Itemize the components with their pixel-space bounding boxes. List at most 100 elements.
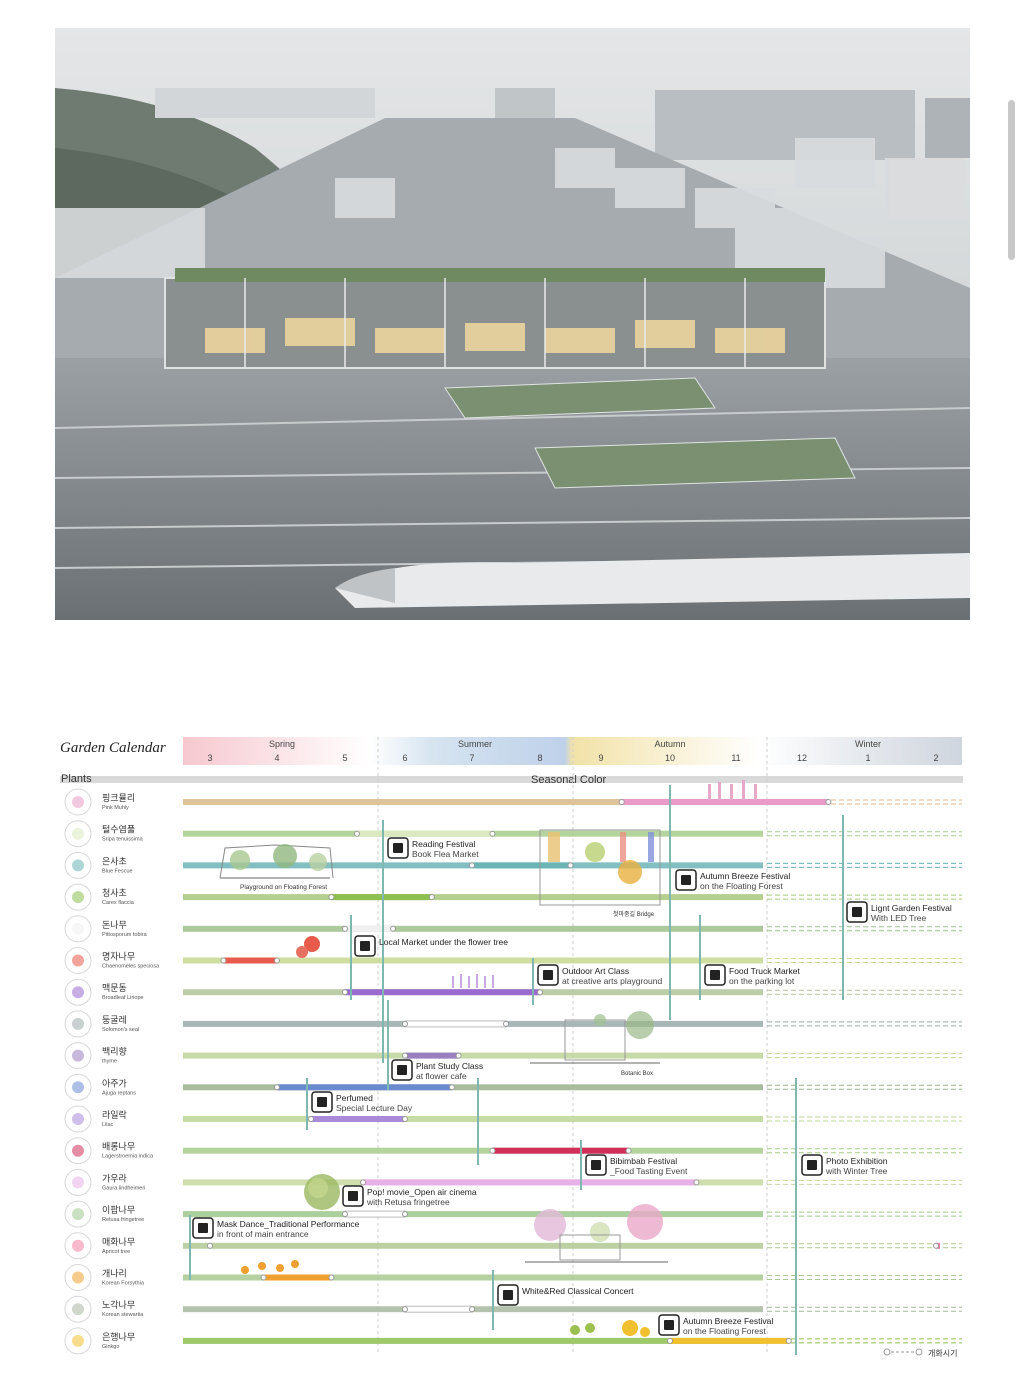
bloom-start-marker (220, 957, 227, 964)
seasonal-color-bar (183, 1274, 763, 1281)
wind-icon-glyph (664, 1320, 674, 1330)
bloom-end-marker (785, 1337, 792, 1344)
plants-header: Plants (61, 773, 92, 785)
season-label: Spring (269, 739, 295, 749)
bloom-end-marker (402, 1211, 408, 1218)
event-subtitle: at creative arts playground (562, 976, 662, 986)
legend: 개화시기 (883, 1348, 957, 1358)
bloom-period-bar (472, 862, 571, 869)
plant-name-en: thyme (102, 1059, 117, 1065)
botanic-caption: Botanic Box (621, 1071, 653, 1077)
plant-name-ko: 라일락 (102, 1109, 127, 1120)
bloom-period-bar (404, 1020, 507, 1028)
seasonal-color-bar (183, 1052, 763, 1059)
pink-muhly-illustration (708, 780, 757, 800)
bloom-period-bar (357, 830, 493, 837)
plant-name-ko: 핑크뮬리 (102, 793, 135, 803)
bloom-end-marker (693, 1179, 700, 1186)
bloom-end-marker (567, 862, 574, 869)
event-label: Bibimbab Festival_Food Tasting Event (585, 1154, 688, 1176)
event-subtitle: with Winter Tree (825, 1166, 888, 1176)
bloom-end-marker (537, 989, 543, 996)
plant-name-en: Lagerstroemia indica (102, 1154, 154, 1160)
bloom-period-bar (621, 799, 829, 805)
plant-name-ko: 매화나무 (102, 1237, 135, 1247)
bloom-end-marker (448, 1084, 455, 1091)
bloom-start-marker (618, 799, 625, 805)
grass-icon-fill (72, 891, 84, 904)
mask-icon-glyph (198, 1223, 208, 1233)
flower-icon-fill (72, 1144, 84, 1157)
flower-icon-fill (72, 1239, 84, 1252)
flower-icon-fill (72, 1176, 84, 1189)
bloom-end-marker (455, 1052, 462, 1059)
plant-name-ko: 가우라 (102, 1173, 128, 1183)
event-title: Plant Study Class (416, 1061, 483, 1071)
event-subtitle: With LED Tree (871, 913, 927, 923)
month-label: 1 (865, 753, 870, 763)
event-subtitle: on the Floating Forest (683, 1326, 766, 1336)
bloom-start-marker (360, 1179, 366, 1186)
plant-name-en: Pittosporum tobira (102, 932, 148, 938)
plant-name-ko: 이팝나무 (102, 1204, 135, 1215)
season-label: Autumn (654, 739, 685, 749)
flower-icon-fill (72, 986, 84, 999)
botanic-illustration: Botanic Box (530, 1011, 660, 1077)
event-subtitle: _Food Tasting Event (609, 1166, 688, 1176)
architectural-rendering (55, 28, 970, 620)
seasonal-color-bar (183, 894, 763, 901)
market-icon-glyph (360, 941, 370, 951)
month-label: 12 (797, 753, 807, 763)
book-icon-glyph (393, 843, 403, 853)
event-title: Food Truck Market (729, 966, 800, 976)
plant-name-en: Gaura lindheimeri (102, 1185, 145, 1191)
plant-name-ko: 털수염풀 (102, 824, 135, 835)
flower-icon-fill (72, 1113, 84, 1125)
plant-name-en: Lilac (102, 1122, 114, 1128)
event-subtitle: on the Floating Forest (700, 881, 783, 891)
event-title: Mask Dance_Traditional Performance (217, 1219, 360, 1229)
bloom-end-marker (328, 1274, 335, 1281)
flower-icon-fill (72, 922, 84, 935)
bloom-period-bar (331, 894, 432, 901)
music-icon-glyph (503, 1290, 513, 1300)
event-title: Autumn Breeze Festival (683, 1316, 773, 1326)
plant-row: 가우라 Gaura lindheimeri (64, 1168, 962, 1196)
bloom-end-marker (207, 1242, 213, 1249)
bloom-period-bar (670, 1337, 789, 1344)
event-title: Local Market under the flower tree (379, 937, 508, 947)
tree-illustration (304, 1174, 340, 1210)
bloom-end-marker (503, 1020, 509, 1027)
plant-row: 라일락 Lilac (64, 1105, 962, 1133)
truck-icon-glyph (710, 970, 720, 980)
event-title: Reading Festival (412, 839, 475, 849)
event-title: Lignt Garden Festival (871, 903, 952, 913)
bloom-period-bar (405, 1052, 459, 1059)
plant-name-en: Blue Fescue (102, 868, 133, 874)
seasonal-color-bar (183, 925, 763, 932)
event-title: Autumn Breeze Festival (700, 871, 790, 881)
month-label: 8 (537, 753, 542, 763)
seasonal-color-bar (183, 1084, 763, 1091)
scrollbar[interactable] (1008, 100, 1015, 260)
month-label: 6 (402, 753, 407, 763)
month-label: 3 (207, 753, 212, 763)
plant-row: 이팝나무 Retusa fringetree (64, 1200, 962, 1228)
plant-name-en: Retusa fringetree (102, 1217, 144, 1223)
lecture-icon-glyph (317, 1097, 327, 1107)
event-subtitle: Book Flea Market (412, 849, 479, 859)
bloom-start-marker (328, 894, 335, 901)
quince-illustration (296, 936, 320, 958)
